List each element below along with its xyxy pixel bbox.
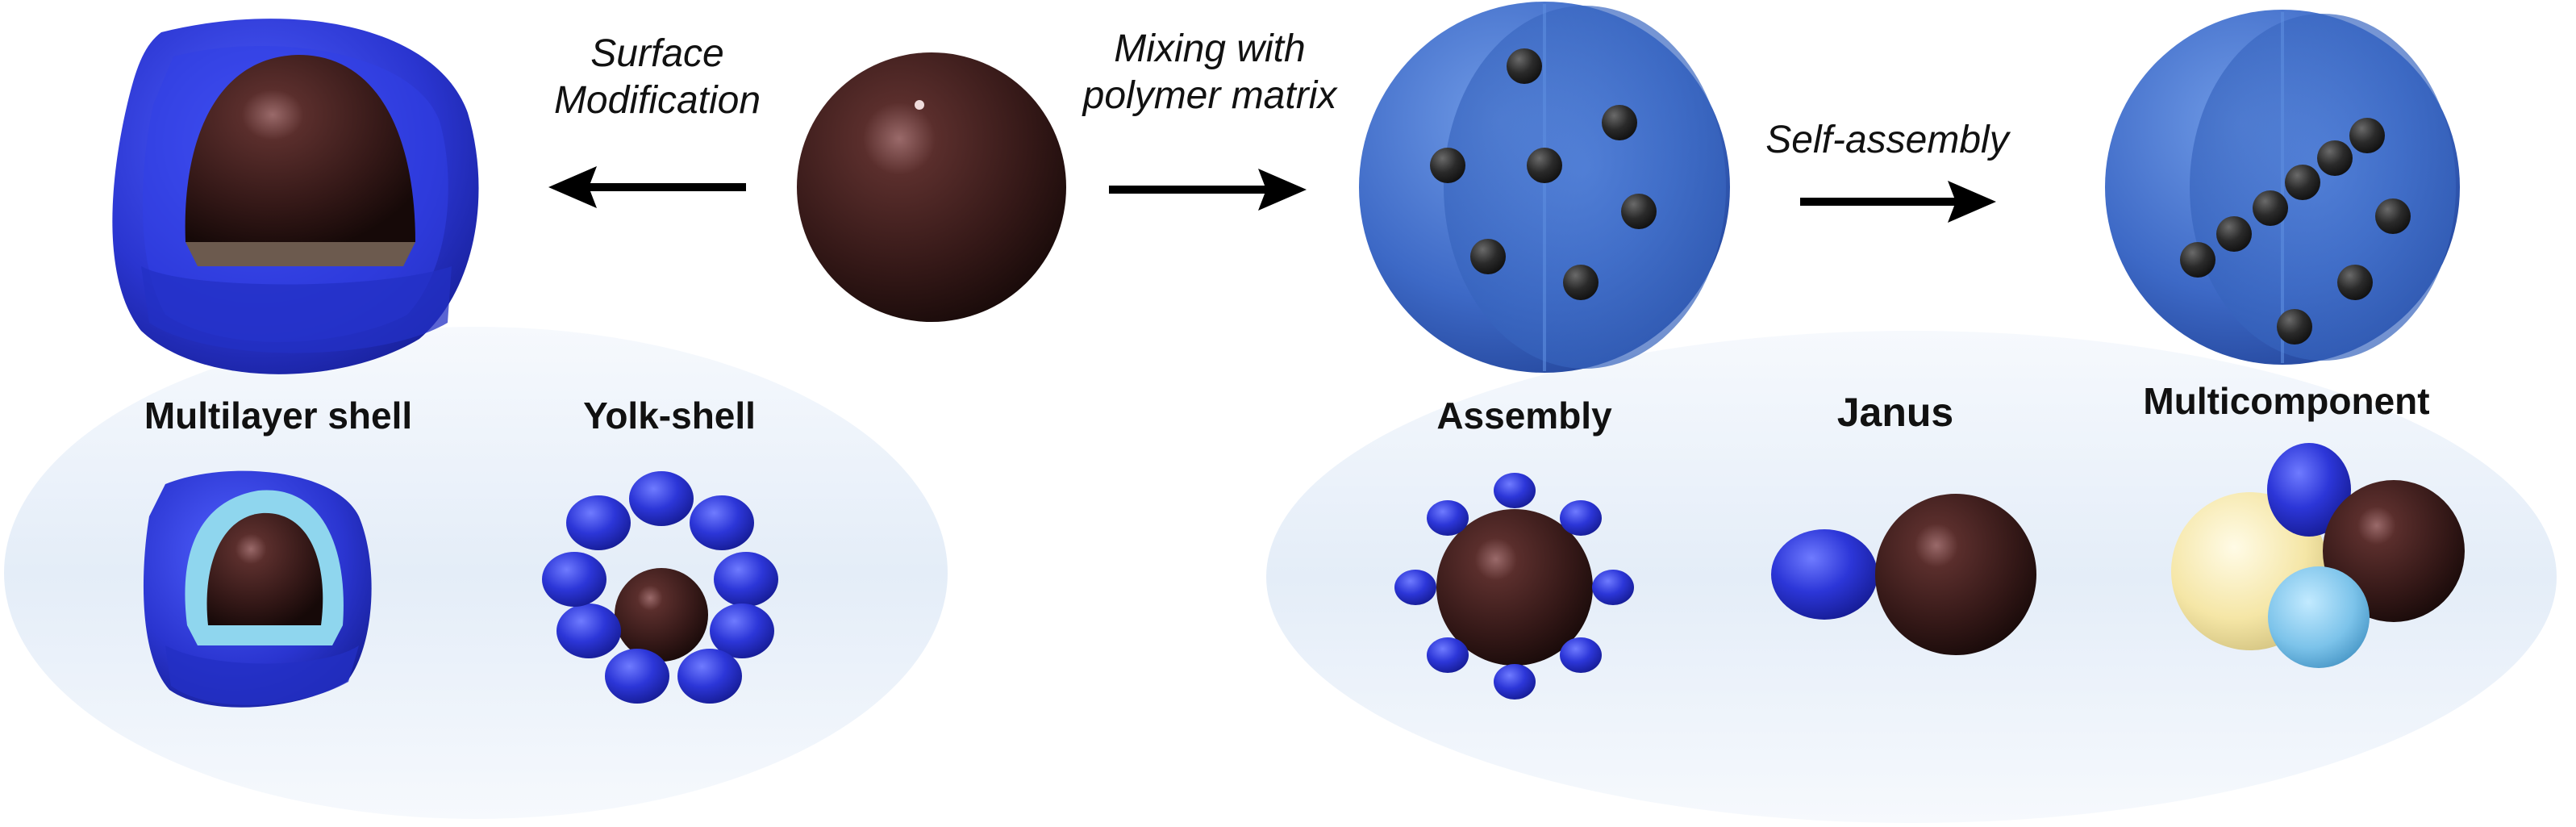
self-assembly-arrow <box>1800 181 1996 223</box>
central-nanoparticle <box>797 52 1066 322</box>
mixing-label: Mixing with polymer matrix <box>1057 26 1363 119</box>
yolk-shell-particle <box>542 471 778 704</box>
surface-modification-line2: Modification <box>553 79 761 122</box>
surface-modification-line1: Surface <box>590 32 724 75</box>
assembled-particle-chain <box>2180 118 2411 345</box>
mixing-line1: Mixing with <box>1114 27 1306 70</box>
self-assembly-label: Self-assembly <box>1765 119 2009 161</box>
janus-label: Janus <box>1836 390 1954 435</box>
matrix-dispersed-particles <box>1430 48 1657 300</box>
surface-modification-label: Surface Modification <box>524 31 790 124</box>
polymer-matrix-sphere <box>1359 2 1730 373</box>
multicomponent-particle <box>2171 443 2465 668</box>
multilayer-shell-small <box>143 470 372 708</box>
multicomponent-label: Multicomponent <box>2143 380 2430 422</box>
surface-modification-arrow <box>548 166 746 208</box>
multilayer-shell-large <box>112 19 479 374</box>
assembly-particle <box>1394 473 1634 700</box>
multilayer-shell-label: Multilayer shell <box>144 395 413 436</box>
yolk-shell-label: Yolk-shell <box>583 395 756 436</box>
assembly-label: Assembly <box>1436 395 1612 436</box>
mixing-line2: polymer matrix <box>1082 74 1337 117</box>
mixing-arrow <box>1109 169 1307 211</box>
janus-particle <box>1771 494 2036 655</box>
self-assembled-sphere <box>2105 10 2460 365</box>
